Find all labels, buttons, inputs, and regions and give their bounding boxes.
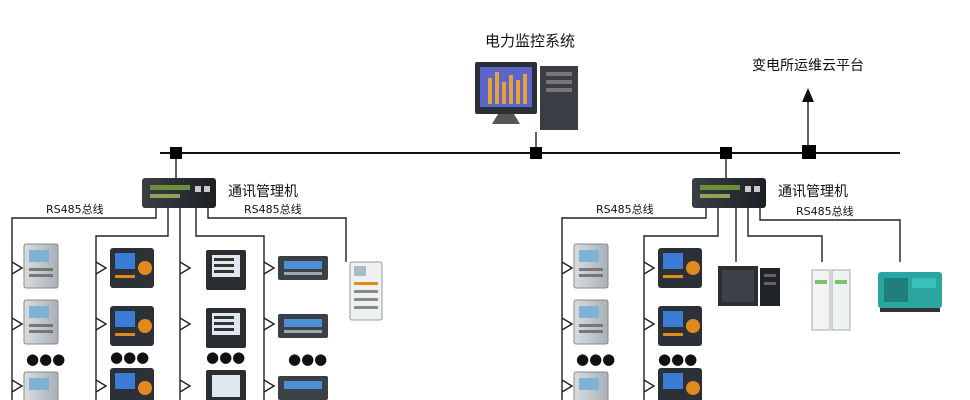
power-cabinet-icon xyxy=(811,269,851,331)
multifunction-meter-icon xyxy=(658,248,702,288)
right-bus-wire-5 xyxy=(759,208,901,262)
multifunction-meter-icon xyxy=(658,306,702,346)
protection-relay-icon xyxy=(23,371,59,400)
temperature-controller-icon xyxy=(278,314,328,338)
wire-tick xyxy=(263,379,276,393)
wire-tick xyxy=(643,261,656,275)
wire-tick xyxy=(263,317,276,331)
ups-battery-icon xyxy=(718,266,780,306)
diesel-generator-icon xyxy=(878,272,942,312)
left-bus-wire-1 xyxy=(11,208,157,400)
wire-tick xyxy=(11,317,24,331)
bus-node-right xyxy=(720,147,732,159)
temperature-controller-icon xyxy=(278,376,328,400)
switch-cabinet-icon xyxy=(349,261,383,321)
wire-tick xyxy=(561,261,574,275)
protection-relay-icon xyxy=(23,243,59,289)
protection-relay-icon xyxy=(573,371,609,400)
bus-node-left xyxy=(170,147,182,159)
wire-tick xyxy=(561,379,574,393)
ellipsis-dots: ●●● xyxy=(658,350,697,368)
multifunction-meter-icon xyxy=(658,368,702,400)
wire-tick xyxy=(179,317,192,331)
multifunction-meter-icon xyxy=(110,248,154,288)
left-rs485-right-label: RS485总线 xyxy=(244,202,302,216)
right-manager-label: 通讯管理机 xyxy=(778,184,848,200)
wire-tick xyxy=(179,261,192,275)
left-rs485-left-label: RS485总线 xyxy=(46,202,104,216)
wire-tick xyxy=(643,317,656,331)
right-rs485-right-label: RS485总线 xyxy=(796,204,854,218)
left-comm-manager-icon xyxy=(142,178,216,208)
right-rs485-left-label: RS485总线 xyxy=(596,202,654,216)
wire-tick xyxy=(263,261,276,275)
right-comm-manager-icon xyxy=(692,178,766,208)
system-title: 电力监控系统 xyxy=(485,32,575,50)
wire-tick xyxy=(643,379,656,393)
wire-tick xyxy=(561,317,574,331)
protection-relay-icon xyxy=(573,299,609,345)
monitoring-pc-icon xyxy=(475,62,578,130)
cloud-arrow-head xyxy=(802,88,814,102)
wire-tick xyxy=(95,317,108,331)
right-bus-wire-1 xyxy=(561,208,707,400)
protection-relay-icon xyxy=(573,243,609,289)
temperature-controller-icon xyxy=(278,256,328,280)
panel-meter-icon xyxy=(206,308,246,348)
cloud-label: 变电所运维云平台 xyxy=(752,58,864,74)
wire-tick xyxy=(11,379,24,393)
panel-meter-icon xyxy=(206,250,246,290)
wire-tick xyxy=(95,261,108,275)
protection-relay-icon xyxy=(23,299,59,345)
ellipsis-dots: ●●● xyxy=(206,348,245,366)
wire-tick xyxy=(11,261,24,275)
ellipsis-dots: ●●● xyxy=(110,348,149,366)
left-bus-wire-5 xyxy=(207,208,347,262)
multifunction-meter-icon xyxy=(110,368,154,400)
wire-tick xyxy=(95,379,108,393)
ellipsis-dots: ●●● xyxy=(26,350,65,368)
bus-node-center xyxy=(530,147,542,159)
ellipsis-dots: ●●● xyxy=(576,350,615,368)
right-bus-wire-4 xyxy=(747,208,823,262)
left-manager-label: 通讯管理机 xyxy=(228,184,298,200)
panel-meter-icon xyxy=(206,370,246,400)
wire-tick xyxy=(179,379,192,393)
bus-node-cloud xyxy=(802,145,816,159)
ellipsis-dots: ●●● xyxy=(288,350,327,368)
multifunction-meter-icon xyxy=(110,306,154,346)
